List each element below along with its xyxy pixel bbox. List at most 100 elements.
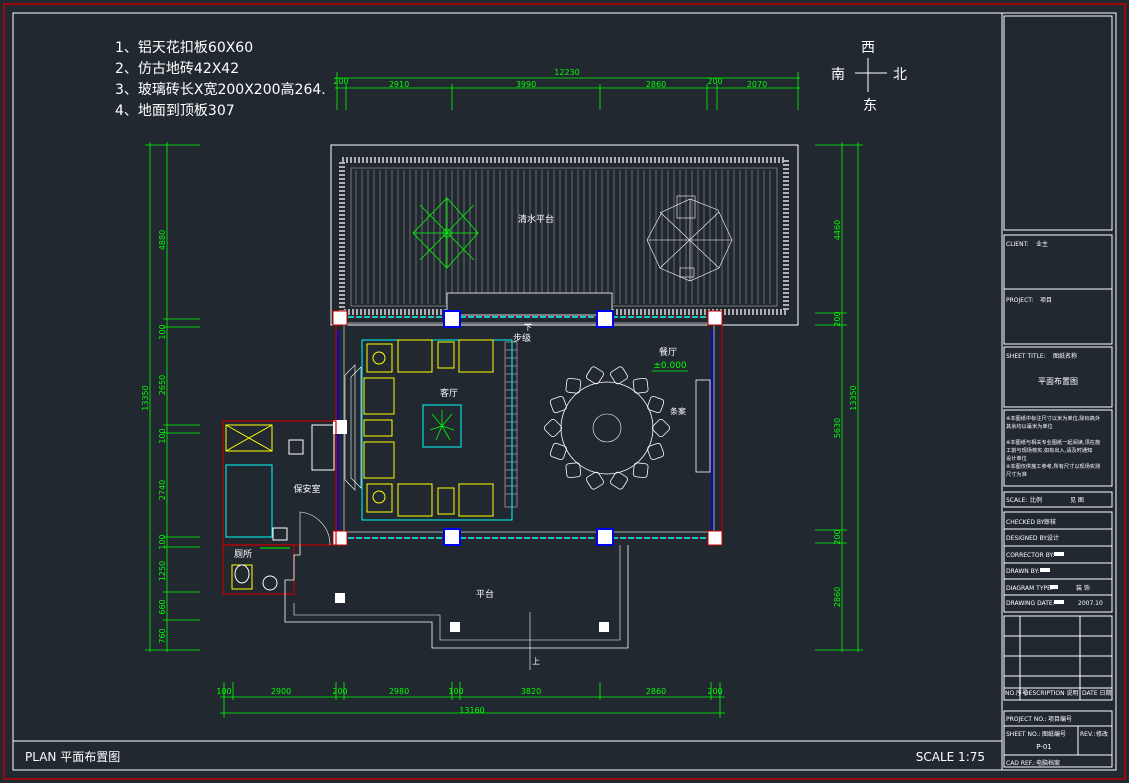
svg-text:※本图纸与相关专业图纸一起阅读,须在施: ※本图纸与相关专业图纸一起阅读,须在施: [1006, 438, 1100, 446]
tb-drawn: DRAWN BY:: [1006, 568, 1039, 575]
up-label: 上: [532, 657, 540, 666]
dining-chair: [586, 366, 604, 385]
dining-level: ±0.000: [653, 361, 687, 371]
dim-top-seg: 200: [333, 77, 348, 86]
dining-chair: [610, 366, 628, 385]
tb-scale-val: 比例: [1030, 496, 1042, 504]
dim-top-seg: 2910: [389, 80, 409, 89]
dim-left-seg: 100: [158, 428, 167, 443]
dim-bottom-seg: 2980: [389, 687, 409, 696]
dim-top-seg: 2860: [646, 80, 666, 89]
dim-top-total: 12230: [554, 68, 579, 77]
compass: 西 南 北 东: [831, 40, 907, 114]
compass-north: 北: [893, 67, 907, 83]
notes-block: 1、铝天花扣板60X60 2、仿古地砖42X42 3、玻璃砖长X宽200X200…: [115, 40, 326, 119]
tb-project-val: 项目: [1040, 297, 1052, 304]
dim-bottom-seg: 100: [448, 687, 463, 696]
main-building: 下 步级 客厅: [332, 310, 723, 546]
tb-sheet-title-val: 图纸名称: [1053, 352, 1077, 360]
tb-rev: REV.:: [1080, 731, 1095, 738]
living-label: 客厅: [440, 387, 458, 399]
svg-text:※本图纸中标注尺寸以米为单位,除标高外: ※本图纸中标注尺寸以米为单位,除标高外: [1006, 414, 1100, 422]
svg-text:※本图仅供施工参考,所有尺寸以现场实测: ※本图仅供施工参考,所有尺寸以现场实测: [1006, 462, 1100, 470]
tb-project-no-val: 项目编号: [1048, 715, 1072, 723]
steps-label: 步级: [513, 332, 531, 344]
drawing-frame: [12, 12, 1117, 771]
dining-chairs: [543, 366, 671, 490]
tb-cad-ref: CAD REF.:: [1006, 760, 1035, 767]
note-1: 1、铝天花扣板60X60: [115, 40, 253, 56]
tb-sheet-code: P-01: [1036, 743, 1052, 751]
svg-text:尺寸为准: 尺寸为准: [1006, 470, 1027, 478]
dim-right-seg: 5630: [833, 418, 842, 438]
tb-notes: ※本图纸中标注尺寸以米为单位,除标高外 其余均以毫米为单位 ※本图纸与相关专业图…: [1006, 414, 1100, 478]
compass-south: 南: [831, 67, 845, 83]
tb-corrector: CORRECTOR BY:: [1006, 552, 1054, 559]
left-dimension: [145, 142, 200, 652]
dim-bottom-seg: 100: [216, 687, 231, 696]
dining-chair: [549, 396, 567, 414]
dining-chair: [549, 442, 567, 460]
stair-treads: [504, 341, 518, 508]
security-room: 保安室: [222, 420, 337, 546]
note-3: 3、玻璃砖长X宽200X200高264.: [115, 81, 326, 98]
tb-scale-val2: 见 图: [1070, 497, 1084, 504]
svg-text:工前与现场核实,如有出入,请及时通知: 工前与现场核实,如有出入,请及时通知: [1006, 446, 1092, 454]
dim-left-seg: 2650: [158, 375, 167, 395]
dining-chair: [651, 418, 671, 438]
dim-bottom-seg: 2900: [271, 687, 291, 696]
compass-west: 西: [861, 40, 875, 56]
dining-chair: [586, 471, 604, 490]
dim-right-seg: 200: [833, 311, 842, 326]
dining-label: 餐厅: [659, 346, 677, 358]
toilet-label: 厕所: [234, 549, 252, 560]
dining-chair: [565, 462, 582, 479]
dining-chair: [565, 377, 582, 394]
security-label: 保安室: [293, 483, 320, 495]
note-2: 2、仿古地砖42X42: [115, 61, 239, 77]
steps-down-label: 下: [524, 323, 532, 332]
side-table-label: 条案: [670, 406, 686, 416]
outer-frame: [3, 3, 1126, 780]
bottom-dimension: [220, 682, 725, 718]
umbrella-right: [646, 195, 733, 282]
dim-left-seg: 760: [158, 628, 167, 643]
dining-chair: [543, 418, 563, 438]
step-landing: [446, 292, 613, 316]
tb-client: CLIENT:: [1006, 241, 1029, 248]
compass-east: 东: [863, 98, 877, 114]
dim-top-seg: 3990: [516, 80, 536, 89]
dim-bottom-seg: 200: [707, 687, 722, 696]
right-dimension: [815, 142, 863, 652]
platform-label: 平台: [476, 588, 494, 600]
tb-designed-val: 设计: [1047, 534, 1059, 542]
dim-left-seg: 2740: [158, 480, 167, 500]
dim-right-seg: 4460: [833, 220, 842, 240]
plan-title: PLAN 平面布置图: [25, 750, 120, 764]
tb-sheet-title: SHEET TITLE:: [1006, 353, 1046, 360]
top-dimension: [335, 72, 800, 110]
toilet-room: 厕所: [222, 544, 295, 595]
tb-scale: SCALE:: [1006, 497, 1027, 504]
dim-left-seg: 100: [158, 324, 167, 339]
water-terrace: 清水平台: [330, 144, 799, 326]
terrace-label: 清水平台: [518, 213, 554, 225]
tb-project-no: PROJECT NO.:: [1006, 716, 1047, 723]
dining-chair: [647, 442, 665, 460]
dim-right-seg: 2860: [833, 587, 842, 607]
tb-project: PROJECT:: [1006, 297, 1033, 304]
tb-drawing-date: DRAWING DATE:: [1006, 600, 1055, 607]
platform: 平台 上: [284, 545, 629, 670]
dining-chair: [647, 396, 665, 414]
dining-chair: [610, 471, 628, 490]
tb-cad-ref-val: 电脑档案: [1036, 759, 1060, 767]
tb-rev-desc: DESCRIPTION 说明: [1024, 689, 1079, 697]
dim-left-seg: 100: [158, 534, 167, 549]
tb-sheet-no: SHEET NO.:: [1006, 731, 1040, 738]
dim-right-total: 13350: [849, 385, 858, 410]
dim-bottom-seg: 3820: [521, 687, 541, 696]
scale-label: SCALE 1:75: [916, 750, 985, 764]
tb-drawing-date-val: 2007.10: [1078, 600, 1103, 607]
dim-right-seg: 200: [833, 529, 842, 544]
